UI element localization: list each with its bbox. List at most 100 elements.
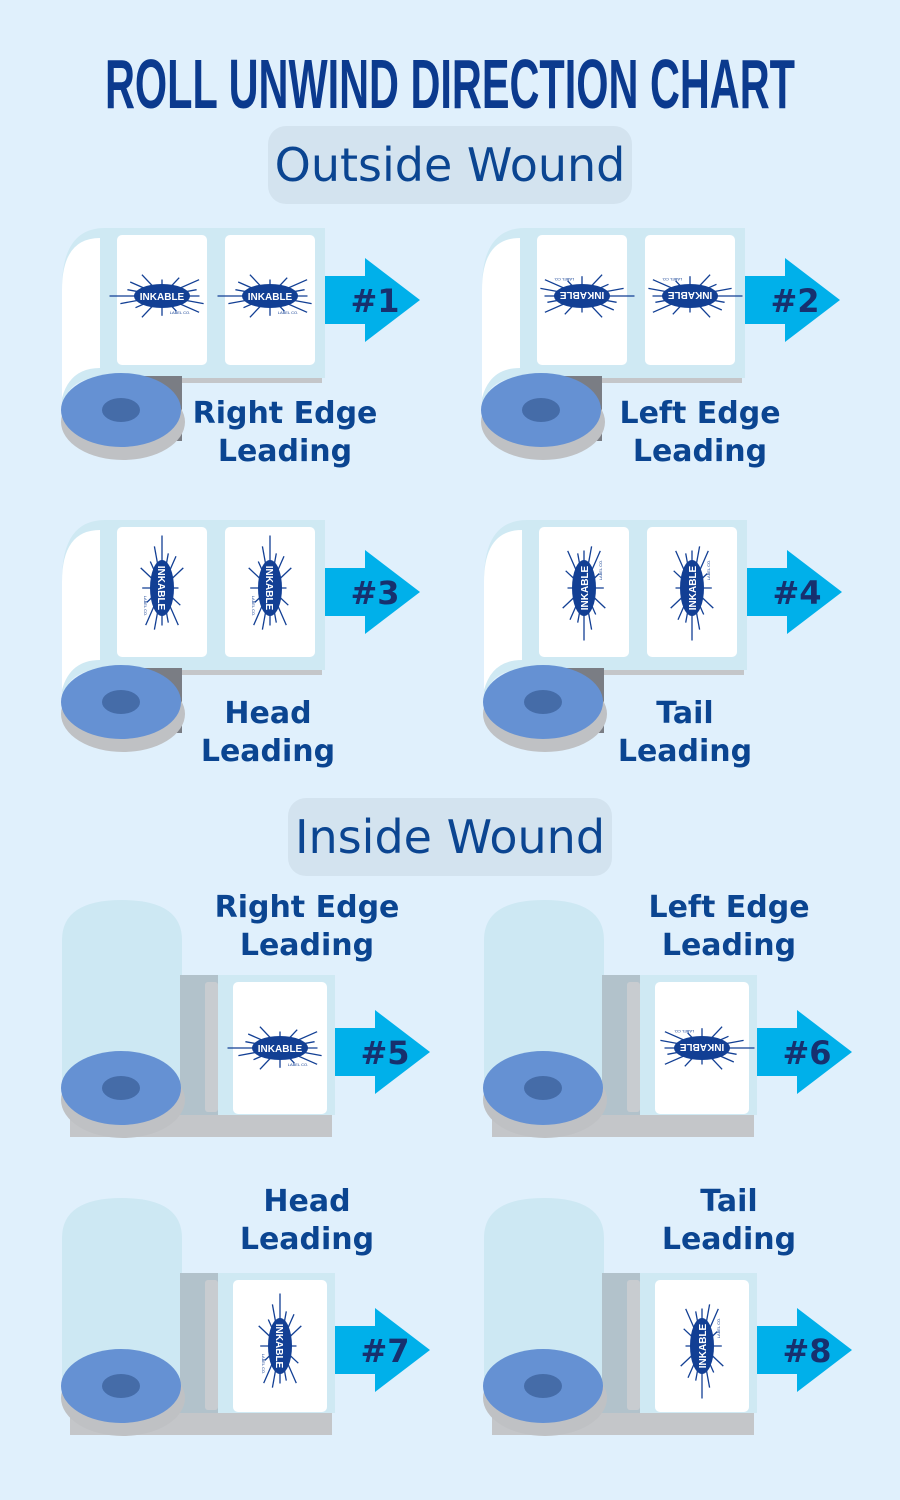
partial-label [62,530,100,690]
splat-blob [242,284,298,308]
splat-blob [252,1036,308,1060]
chart-title-text: ROLL UNWIND DIRECTION CHART [105,45,795,120]
label-line: Tail [656,696,714,731]
panel-number: #2 [770,282,819,320]
label-line: Leading [217,434,353,469]
chart-title-svg: ROLL UNWIND DIRECTION CHART [105,45,795,120]
label-line: Leading [632,434,768,469]
splat-blob [572,560,596,616]
inkable-logo: INKABLE LABEL CO. [227,1026,322,1070]
logo-sub-text: LABEL CO. [261,1354,266,1375]
splat-blob [690,1318,714,1374]
logo-brand-text: INKABLE [679,1041,724,1052]
label-line: Left Edge [619,396,781,431]
arrow-icon [747,550,842,634]
arrow-icon [325,550,420,634]
roll-core-icon [102,1374,140,1398]
splat-blob [134,284,190,308]
arrow-icon [325,258,420,342]
logo-brand-text: INKABLE [155,566,166,611]
logo-brand-text: INKABLE [688,565,699,610]
splat-blob [662,284,718,308]
label-line: Leading [239,928,375,963]
direction-arrow: #1 [325,258,420,342]
splat-blob [150,560,174,616]
logo-sub-text: LABEL CO. [554,277,575,282]
logo-brand-text: INKABLE [667,289,712,300]
logo-sub-text: LABEL CO. [143,596,148,617]
label-line: Leading [661,928,797,963]
panel-number: #4 [772,574,821,612]
inkable-logo: INKABLE LABEL CO. [540,274,635,318]
logo-sub-text: LABEL CO. [674,1029,695,1034]
inkable-logo: INKABLE LABEL CO. [660,1026,755,1070]
arrow-icon [757,1308,852,1392]
logo-brand-text: INKABLE [263,566,274,611]
roll-core-icon [524,690,562,714]
roll-overlap [602,975,640,1115]
label-line: Head [224,696,312,731]
inkable-logo: INKABLE LABEL CO. [258,1293,302,1388]
logo-brand-text: INKABLE [140,292,185,303]
splat-blob [258,560,282,616]
splat-blob [554,284,610,308]
label-line: Leading [617,734,753,769]
logo-brand-text: INKABLE [258,1044,303,1055]
roll-core-icon [524,1374,562,1398]
panel-number: #3 [350,574,399,612]
arrow-icon [335,1010,430,1094]
panel-number: #8 [782,1332,831,1370]
logo-brand-text: INKABLE [580,565,591,610]
direction-arrow: #2 [745,258,840,342]
arrow-icon [335,1308,430,1392]
inside-wound-roll-8: INKABLE LABEL CO. #8 [483,1198,852,1436]
panel-number: #1 [350,282,399,320]
logo-brand-text: INKABLE [248,292,293,303]
roll-overlap [602,1273,640,1413]
label-line: Tail [700,1184,758,1219]
roll-overlap [180,975,218,1115]
logo-brand-text: INKABLE [273,1324,284,1369]
roll-body [62,1198,182,1388]
label-line: Leading [200,734,336,769]
roll-core-icon [102,690,140,714]
direction-arrow: #4 [747,550,842,634]
logo-sub-text: LABEL CO. [170,310,191,315]
roll-body [484,1198,604,1388]
inkable-logo: INKABLE LABEL CO. [140,535,184,630]
inside-wound-roll-5: INKABLE LABEL CO. #5 [61,900,430,1138]
roll-core-icon [522,398,560,422]
label-line: Head [263,1184,351,1219]
direction-arrow: #7 [335,1308,430,1392]
label-line: Right Edge [192,396,378,431]
logo-sub-text: LABEL CO. [706,560,711,581]
logo-brand-text: INKABLE [698,1323,709,1368]
inside-wound-roll-7: INKABLE LABEL CO. #7 [61,1198,430,1436]
direction-arrow: #5 [335,1010,430,1094]
panel-number: #5 [360,1034,409,1072]
section-inside-wound: Inside Wound [288,798,612,876]
logo-sub-text: LABEL CO. [716,1318,721,1339]
partial-label [62,238,100,398]
arrow-icon [745,258,840,342]
logo-sub-text: LABEL CO. [662,277,683,282]
roll-overlap [180,1273,218,1413]
splat-blob [268,1318,292,1374]
direction-arrow: #6 [757,1010,852,1094]
panel-number: #6 [782,1034,831,1072]
logo-sub-text: LABEL CO. [288,1062,309,1067]
logo-brand-text: INKABLE [559,289,604,300]
partial-label [484,530,522,690]
